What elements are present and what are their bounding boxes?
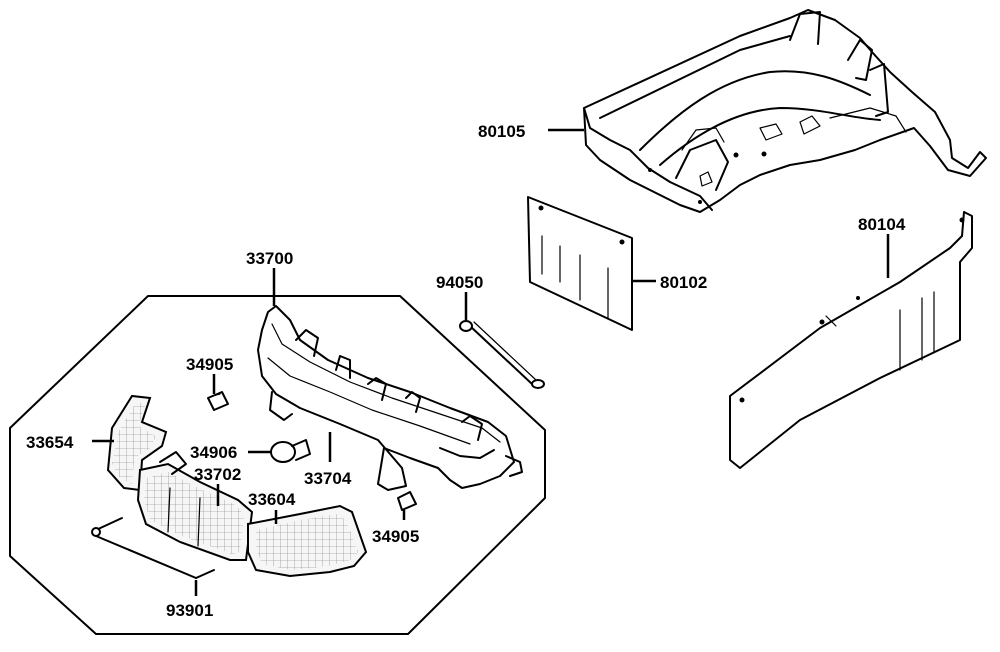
screw-94050 xyxy=(459,320,545,389)
screws-93901 xyxy=(91,517,215,579)
label-94050: 94050 xyxy=(436,273,483,292)
label-80104: 80104 xyxy=(858,215,906,234)
label-33702: 33702 xyxy=(194,465,241,484)
group-outline-33700 xyxy=(9,295,546,635)
plate-80102 xyxy=(527,196,633,331)
bulb-34906 xyxy=(270,439,311,463)
lens-33654 xyxy=(106,394,168,492)
label-34906: 34906 xyxy=(190,443,237,462)
lens-33604 xyxy=(247,504,368,578)
plate-80104 xyxy=(729,211,973,469)
rear-frame-assembly xyxy=(583,9,987,213)
label-80105: 80105 xyxy=(478,122,525,141)
label-80102: 80102 xyxy=(660,273,707,292)
label-33654: 33654 xyxy=(26,433,74,452)
lamp-housing-33704 xyxy=(257,305,523,491)
label-33704: 33704 xyxy=(304,469,352,488)
label-33700: 33700 xyxy=(246,249,293,268)
bulb-34905-top xyxy=(207,391,229,411)
bulb-34905-bottom xyxy=(397,491,417,511)
label-34905-bottom: 34905 xyxy=(372,527,419,546)
label-34905-top: 34905 xyxy=(186,355,233,374)
label-33604: 33604 xyxy=(248,490,296,509)
label-93901: 93901 xyxy=(166,601,213,620)
lens-33702 xyxy=(136,451,254,561)
